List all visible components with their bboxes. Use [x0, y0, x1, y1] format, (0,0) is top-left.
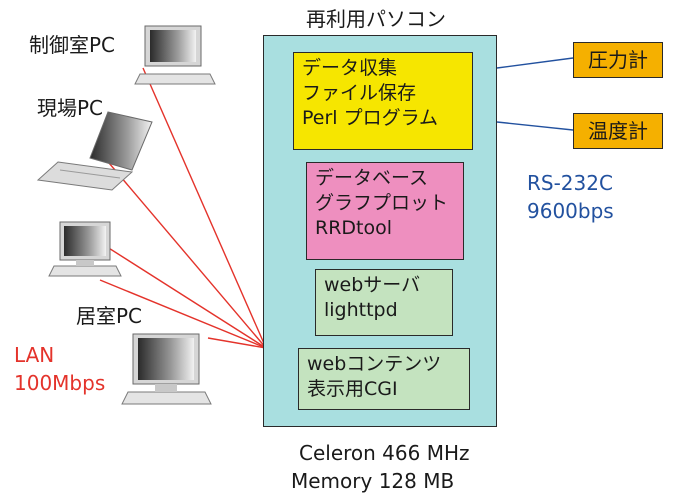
lan-line-room-pc-3 [207, 337, 267, 349]
collect-line-2: ファイル保存 [302, 82, 417, 104]
room-pc-icon [48, 221, 122, 277]
web-line-1: webサーバ [324, 274, 421, 296]
web-server-box: webサーバ lighttpd [315, 269, 453, 336]
lan-line-room-pc-1 [103, 244, 267, 349]
serial-line-temperature [496, 121, 574, 131]
serial-label-2: 9600bps [527, 199, 614, 223]
cgi-line-2: 表示用CGI [307, 378, 398, 400]
rrd-line-3: RRDtool [315, 217, 393, 239]
thermometer-box: 温度計 [573, 113, 663, 149]
room-pc-2-icon [121, 333, 212, 405]
spec-memory: Memory 128 MB [291, 469, 455, 493]
data-collection-box: データ収集 ファイル保存 Perl プログラム [293, 52, 473, 150]
web-line-2: lighttpd [324, 299, 398, 321]
site-pc-laptop-icon [36, 111, 153, 191]
control-room-pc-icon [134, 25, 216, 85]
control-room-pc-label: 制御室PC [29, 33, 116, 57]
collect-line-1: データ収集 [302, 57, 398, 79]
serial-line-pressure [496, 57, 574, 69]
serial-label-1: RS-232C [527, 171, 613, 195]
lan-line-room-pc-2 [99, 279, 267, 349]
rrd-line-2: グラフプロット [315, 192, 449, 214]
web-content-cgi-box: webコンテンツ 表示用CGI [298, 348, 470, 410]
cgi-line-1: webコンテンツ [307, 353, 442, 375]
site-pc-label: 現場PC [37, 96, 104, 120]
lan-label-1: LAN [14, 343, 55, 367]
spec-cpu: Celeron 466 MHz [299, 441, 470, 465]
server-title: 再利用パソコン [306, 7, 446, 31]
rrd-line-1: データベース [315, 167, 429, 189]
lan-line-site-pc [97, 149, 267, 349]
lan-label-2: 100Mbps [14, 371, 106, 395]
room-pc-label: 居室PC [76, 304, 143, 328]
database-graph-box: データベース グラフプロット RRDtool [306, 162, 464, 260]
lan-line-control-pc [142, 67, 267, 349]
collect-line-3: Perl プログラム [302, 107, 439, 129]
pressure-gauge-box: 圧力計 [573, 42, 663, 78]
